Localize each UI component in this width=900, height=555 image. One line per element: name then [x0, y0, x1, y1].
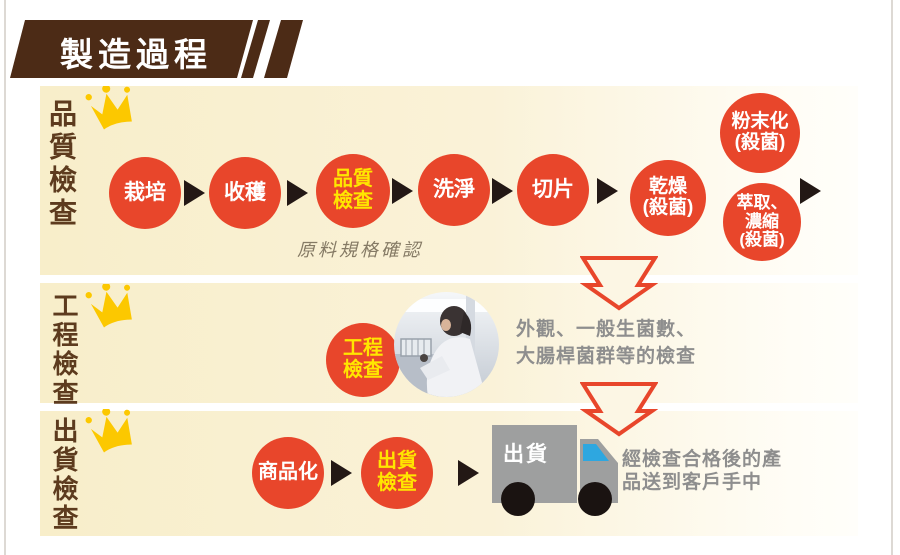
arrow-right-icon: [492, 178, 513, 204]
arrow-right-icon: [458, 460, 479, 486]
row-label-quality: 品質檢查: [46, 99, 77, 231]
arrow-right-icon: [800, 178, 821, 204]
shipping-description: 經檢查合格後的產 品送到客戶手中: [622, 449, 783, 493]
laboratory-photo: [394, 292, 499, 397]
crown-icon: [85, 86, 132, 130]
raw-material-note: 原料規格確認: [297, 240, 423, 261]
delivery-truck-icon: [492, 425, 618, 516]
step-commercialization: 商品化: [252, 437, 324, 509]
page-border-left: [4, 0, 6, 555]
arrow-right-icon: [392, 178, 413, 204]
crown-icon: [85, 284, 132, 328]
step-harvest: 收穫: [209, 157, 281, 229]
crown-icon: [85, 409, 132, 453]
step-drying: 乾燥 (殺菌): [630, 160, 706, 236]
step-powdering: 粉末化 (殺菌): [720, 93, 800, 173]
arrow-right-icon: [331, 460, 352, 486]
page-border-right: [891, 0, 893, 555]
process-check-badge: 工程 檢查: [326, 323, 400, 397]
step-slicing: 切片: [517, 154, 589, 226]
arrow-right-icon: [597, 178, 618, 204]
step-extraction: 萃取、 濃縮 (殺菌): [723, 183, 801, 261]
arrow-down-icon: [580, 382, 658, 437]
row-label-shipping: 出貨檢查: [49, 417, 79, 533]
arrow-right-icon: [287, 180, 308, 206]
row-label-process: 工程檢查: [49, 292, 79, 408]
process-check-description: 外觀、一般生菌數、 大腸桿菌群等的檢查: [516, 319, 697, 367]
title-banner-shape: [10, 20, 303, 78]
step-quality-check: 品質 檢查: [316, 154, 390, 228]
step-cultivation: 栽培: [109, 157, 181, 229]
truck-shipping-label: 出貨: [503, 443, 549, 466]
step-shipping-check: 出貨 檢查: [361, 437, 433, 509]
page-title: 製造過程: [60, 36, 212, 73]
step-washing: 洗淨: [418, 154, 490, 226]
arrow-right-icon: [184, 180, 205, 206]
shipping-inspection-row: [40, 411, 858, 536]
arrow-down-icon: [580, 256, 658, 311]
